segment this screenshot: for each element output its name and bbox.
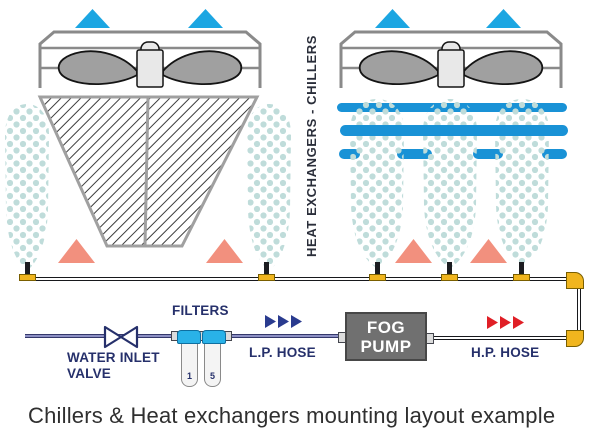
hp-hose-pipe (430, 336, 572, 340)
exchanger-tube-icon (397, 149, 432, 159)
water-inlet-valve-icon (103, 325, 139, 349)
filter-cap-icon (177, 330, 201, 344)
air-outlet-triangle-icon (486, 9, 521, 28)
filter-cap-icon (202, 330, 226, 344)
filter-housing-5: 5 (204, 344, 221, 387)
heat-exchanger-fan-unit-icon (339, 30, 563, 88)
fog-nozzle-icon (369, 262, 386, 281)
air-outlet-triangle-icon (75, 9, 110, 28)
hp-flow-arrows-icon (487, 316, 524, 329)
fog-nozzle-icon (513, 262, 530, 281)
lp-hose-label: L.P. HOSE (249, 345, 316, 360)
chiller-coil-icon (37, 95, 260, 248)
mist-plumes-chiller (5, 104, 291, 269)
fog-pump-label-line1: FOG (366, 317, 406, 337)
heat-exchanger-tubes-and-plumes (337, 99, 568, 267)
mist-plume-icon (5, 104, 49, 269)
nozzle-distribution-pipe (20, 277, 572, 281)
lp-flow-arrows-icon (265, 315, 302, 328)
fog-nozzle-icon (441, 262, 458, 281)
pipe-elbow-icon (566, 330, 584, 347)
vertical-section-label: HEAT EXCHANGERS - CHILLERS (296, 22, 326, 270)
filter-1-size-label: 1 (186, 371, 192, 381)
air-outlet-triangle-icon (375, 9, 410, 28)
exchanger-tube-icon (340, 125, 568, 136)
filter-housing-1: 1 (181, 344, 198, 387)
diagram-caption: Chillers & Heat exchangers mounting layo… (28, 403, 556, 428)
water-inlet-valve-label: WATER INLET VALVE (67, 350, 160, 381)
fog-nozzle-icon (258, 262, 275, 281)
mist-plume-icon (247, 104, 291, 269)
pipe-elbow-icon (566, 272, 584, 289)
mist-plume-icon (350, 99, 404, 267)
fog-pump: FOG PUMP (345, 312, 427, 361)
fog-pump-label-line2: PUMP (360, 336, 412, 356)
fog-nozzle-icon (19, 262, 36, 281)
air-outlet-triangle-icon (188, 9, 223, 28)
chiller-fan-unit-icon (38, 30, 262, 88)
filters-label: FILTERS (172, 303, 229, 318)
filter-5-size-label: 5 (209, 371, 215, 381)
mist-plume-icon (423, 99, 477, 267)
riser-pipe (577, 284, 581, 336)
vertical-section-label-text: HEAT EXCHANGERS - CHILLERS (303, 35, 319, 257)
mist-plume-icon (495, 99, 549, 267)
pump-outlet-fitting-icon (426, 333, 434, 344)
hp-hose-label: H.P. HOSE (471, 345, 540, 360)
